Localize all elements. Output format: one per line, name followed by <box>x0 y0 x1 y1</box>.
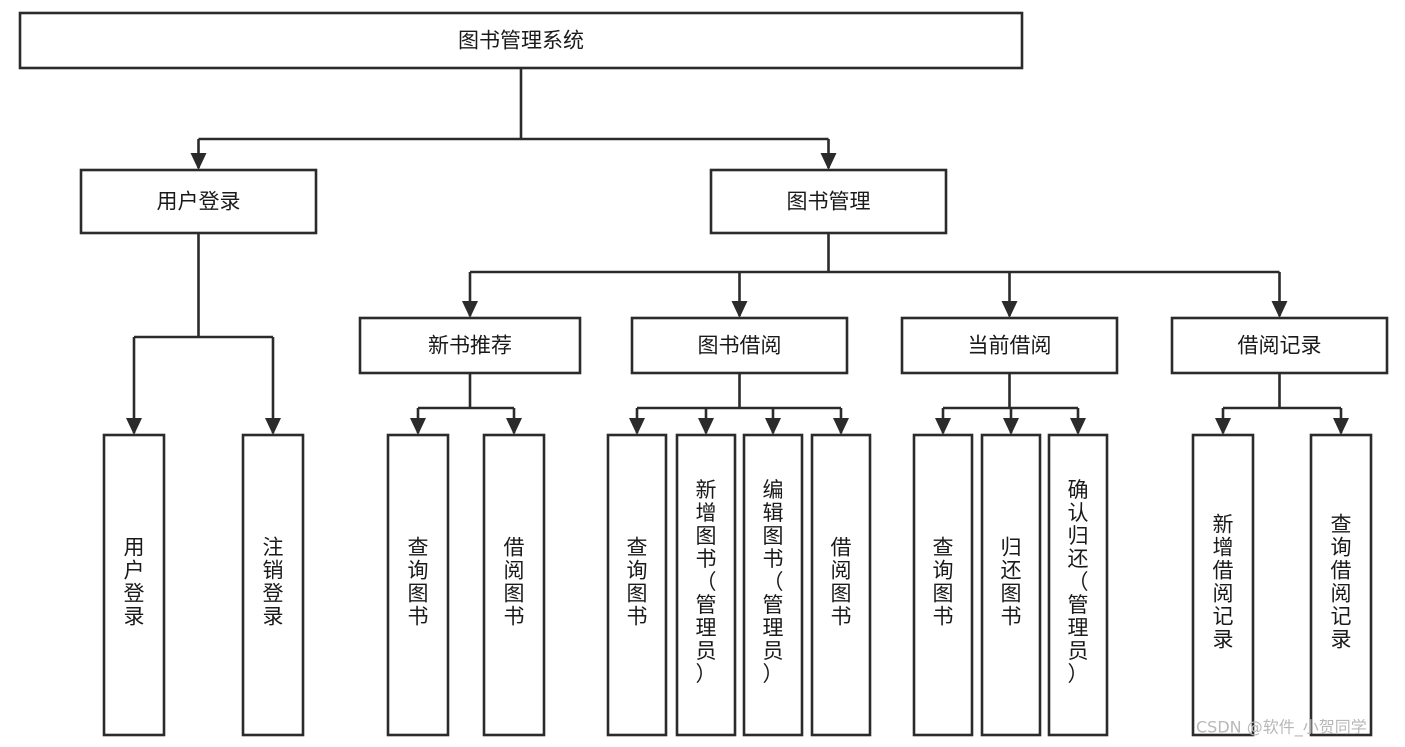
node-label-root: 图书管理系统 <box>458 29 584 53</box>
node-box-leaf-query-borrow-record <box>1309 433 1373 737</box>
node-label-current-borrow: 当前借阅 <box>968 334 1052 358</box>
node-leaf-borrow-book-2[interactable]: 借阅图书 <box>810 433 872 737</box>
bookmanage-to-level2-arrow <box>462 301 478 318</box>
node-label-leaf-confirm-return-admin: 确认归还（管理员） <box>1068 478 1089 686</box>
node-box-book-manage <box>709 168 948 235</box>
node-leaf-query-book-1[interactable]: 查询图书 <box>386 433 450 737</box>
node-current-borrow[interactable]: 当前借阅 <box>900 316 1119 375</box>
node-label-leaf-add-book-admin: 新增图书（管理员） <box>696 478 717 686</box>
node-box-leaf-borrow-book-2 <box>810 433 872 737</box>
newbook-to-leaves-arrow <box>410 418 426 435</box>
node-new-book-rec[interactable]: 新书推荐 <box>358 316 582 375</box>
node-box-leaf-user-logout <box>241 433 305 737</box>
currentborrow-to-leaves-arrow <box>1070 418 1086 435</box>
node-box-leaf-add-book-admin <box>675 433 737 737</box>
node-box-user-login <box>79 168 318 235</box>
node-box-leaf-edit-book-admin <box>742 433 804 737</box>
currentborrow-to-leaves-arrow <box>1003 418 1019 435</box>
node-leaf-query-borrow-record[interactable]: 查询借阅记录 <box>1309 433 1373 737</box>
node-label-leaf-borrow-book-2: 借阅图书 <box>831 536 852 629</box>
node-borrow-record[interactable]: 借阅记录 <box>1170 316 1389 375</box>
node-label-leaf-query-book-3: 查询图书 <box>933 536 954 629</box>
node-label-leaf-user-login: 用户登录 <box>124 536 145 629</box>
bookborrow-to-leaves-arrow <box>833 418 849 435</box>
node-label-leaf-add-borrow-record: 新增借阅记录 <box>1213 513 1234 652</box>
node-book-manage[interactable]: 图书管理 <box>709 168 948 235</box>
node-box-leaf-user-login <box>102 433 166 737</box>
node-book-borrow[interactable]: 图书借阅 <box>630 316 849 375</box>
node-leaf-confirm-return-admin[interactable]: 确认归还（管理员） <box>1047 433 1109 737</box>
node-label-book-borrow: 图书借阅 <box>698 334 782 358</box>
nodes-layer: 图书管理系统用户登录图书管理新书推荐图书借阅当前借阅借阅记录用户登录注销登录查询… <box>18 11 1389 737</box>
node-label-leaf-edit-book-admin: 编辑图书（管理员） <box>763 478 784 686</box>
currentborrow-to-leaves-arrow <box>935 418 951 435</box>
node-label-leaf-query-book-1: 查询图书 <box>408 536 429 629</box>
newbook-to-leaves-arrow <box>506 418 522 435</box>
node-leaf-borrow-book-1[interactable]: 借阅图书 <box>482 433 546 737</box>
node-leaf-return-book[interactable]: 归还图书 <box>980 433 1042 737</box>
node-label-leaf-query-borrow-record: 查询借阅记录 <box>1331 513 1352 652</box>
node-box-book-borrow <box>630 316 849 375</box>
node-box-new-book-rec <box>358 316 582 375</box>
node-label-new-book-rec: 新书推荐 <box>428 334 512 358</box>
node-box-leaf-query-book-2 <box>606 433 668 737</box>
node-box-leaf-query-book-1 <box>386 433 450 737</box>
node-leaf-add-book-admin[interactable]: 新增图书（管理员） <box>675 433 737 737</box>
node-leaf-edit-book-admin[interactable]: 编辑图书（管理员） <box>742 433 804 737</box>
bookborrow-to-leaves-arrow <box>698 418 714 435</box>
node-user-login[interactable]: 用户登录 <box>79 168 318 235</box>
node-leaf-query-book-3[interactable]: 查询图书 <box>912 433 974 737</box>
node-leaf-query-book-2[interactable]: 查询图书 <box>606 433 668 737</box>
connectors-layer <box>126 68 1349 435</box>
bookmanage-to-level2-arrow <box>731 301 748 318</box>
borrowrecord-to-leaves-arrow <box>1215 418 1231 435</box>
node-label-book-manage: 图书管理 <box>787 190 871 214</box>
borrowrecord-to-leaves-arrow <box>1333 418 1349 435</box>
bookmanage-to-level2-arrow <box>1271 301 1288 318</box>
bookborrow-to-leaves-arrow <box>629 418 645 435</box>
node-label-leaf-user-logout: 注销登录 <box>263 536 284 629</box>
node-label-leaf-query-book-2: 查询图书 <box>627 536 648 629</box>
node-leaf-add-borrow-record[interactable]: 新增借阅记录 <box>1191 433 1255 737</box>
node-box-leaf-query-book-3 <box>912 433 974 737</box>
userlogin-to-leaves-arrow <box>126 418 142 435</box>
node-leaf-user-login[interactable]: 用户登录 <box>102 433 166 737</box>
node-root[interactable]: 图书管理系统 <box>18 11 1024 70</box>
watermark-layer: CSDN @软件_小贺同学 <box>1196 718 1367 738</box>
node-label-borrow-record: 借阅记录 <box>1238 334 1322 358</box>
node-box-leaf-return-book <box>980 433 1042 737</box>
node-box-root <box>18 11 1024 70</box>
node-box-borrow-record <box>1170 316 1389 375</box>
node-label-user-login: 用户登录 <box>157 190 241 214</box>
userlogin-to-leaves-arrow <box>265 418 281 435</box>
node-box-leaf-confirm-return-admin <box>1047 433 1109 737</box>
root-to-level1-arrow <box>820 153 837 170</box>
node-leaf-user-logout[interactable]: 注销登录 <box>241 433 305 737</box>
node-label-leaf-return-book: 归还图书 <box>1001 536 1022 629</box>
root-to-level1-arrow <box>190 153 207 170</box>
bookborrow-to-leaves-arrow <box>765 418 781 435</box>
node-box-leaf-borrow-book-1 <box>482 433 546 737</box>
node-box-leaf-add-borrow-record <box>1191 433 1255 737</box>
node-label-leaf-borrow-book-1: 借阅图书 <box>504 536 525 629</box>
csdn-watermark: CSDN @软件_小贺同学 <box>1196 718 1367 738</box>
bookmanage-to-level2-arrow <box>1001 301 1018 318</box>
node-box-current-borrow <box>900 316 1119 375</box>
